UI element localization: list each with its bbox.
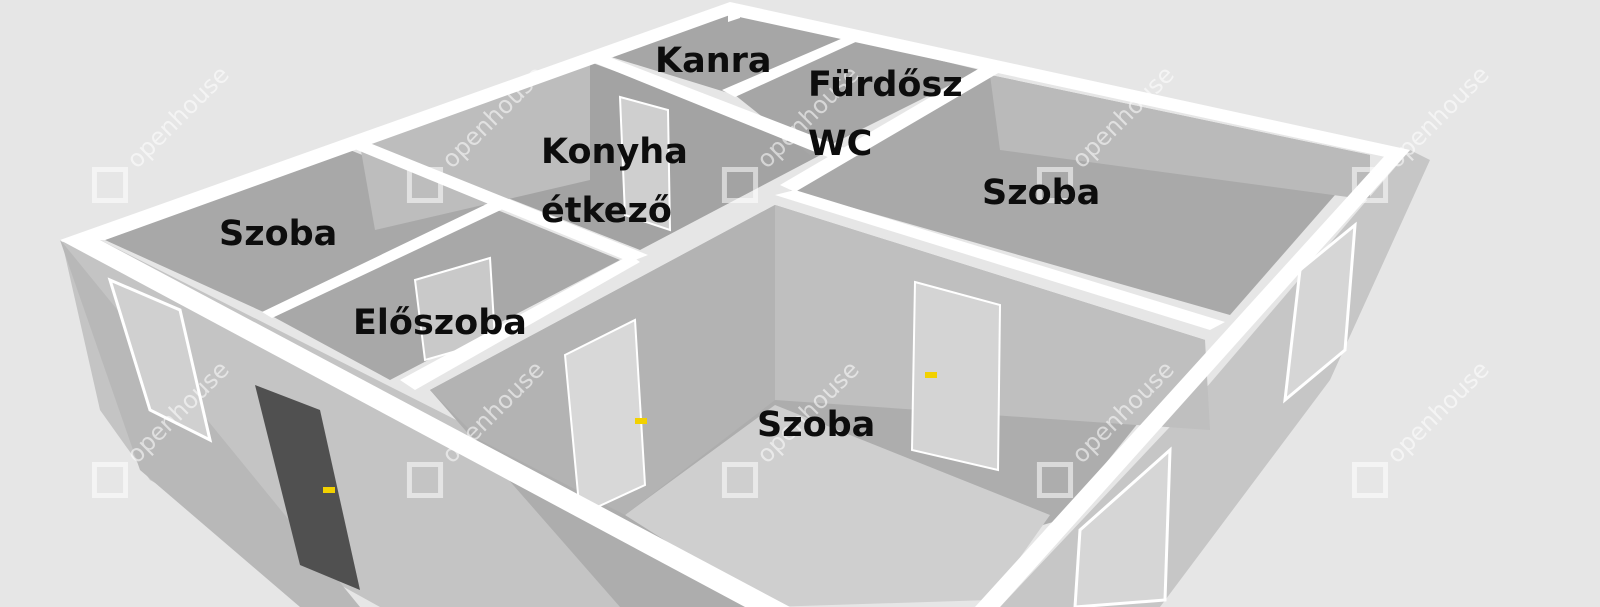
doors xyxy=(255,95,1002,590)
room-label-hall: Előszoba xyxy=(353,303,527,343)
room-label-dining: étkező xyxy=(541,191,672,231)
room-label-room-nw: Szoba xyxy=(219,214,337,254)
windows xyxy=(107,221,1357,607)
kitchen-back-wall xyxy=(360,62,590,230)
room-labels: Kanra Fürdősz WC Konyha étkező Szoba Szo… xyxy=(219,41,1100,445)
wall-pantry-west xyxy=(728,5,740,22)
east-room-back-wall xyxy=(990,75,1370,200)
watermark-text: openhouse xyxy=(1381,60,1494,173)
south-window xyxy=(1073,446,1172,607)
outer-wall-east xyxy=(975,150,1410,607)
room-label-kanra: Kanra xyxy=(655,41,772,81)
room-label-room-ne: Szoba xyxy=(982,173,1100,213)
watermark-text: openhouse xyxy=(121,60,234,173)
door-handle xyxy=(925,372,937,378)
wall-bath-east xyxy=(780,65,1000,192)
watermark-logo-icon xyxy=(406,461,444,499)
watermark-logo-icon xyxy=(1036,461,1074,499)
watermark-logo-icon xyxy=(721,166,759,204)
entrance-door xyxy=(255,385,360,590)
watermark-logo-icon xyxy=(91,166,129,204)
door-handle xyxy=(635,418,647,424)
watermark-text: openhouse xyxy=(1381,355,1494,468)
watermark: openhouse xyxy=(1351,355,1495,499)
wall-nw-hall xyxy=(262,200,505,318)
room-label-bathroom: Fürdősz xyxy=(808,65,963,105)
east-door xyxy=(910,280,1002,472)
room-label-kitchen: Konyha xyxy=(541,132,688,172)
wall-pantry-bath xyxy=(722,35,860,97)
room-label-wc: WC xyxy=(808,124,872,164)
watermark-logo-icon xyxy=(91,461,129,499)
wall-kitchen-pantry xyxy=(580,52,850,158)
watermark-logo-icon xyxy=(1351,166,1389,204)
room-label-room-main: Szoba xyxy=(757,405,875,445)
wall-hall-main xyxy=(400,255,640,390)
outer-wall-south xyxy=(60,240,790,607)
watermark-logo-icon xyxy=(721,461,759,499)
main-room-door xyxy=(563,318,647,517)
west-window xyxy=(107,277,213,443)
wall-main-east xyxy=(775,190,1225,330)
kitchen-door xyxy=(618,95,672,232)
watermark-logo-icon xyxy=(1351,461,1389,499)
door-handle xyxy=(323,487,335,493)
watermark-logo-icon xyxy=(406,166,444,204)
floor-pantry xyxy=(595,10,855,95)
watermark-logo-icon xyxy=(1036,166,1074,204)
floor-main-light xyxy=(625,405,1050,607)
